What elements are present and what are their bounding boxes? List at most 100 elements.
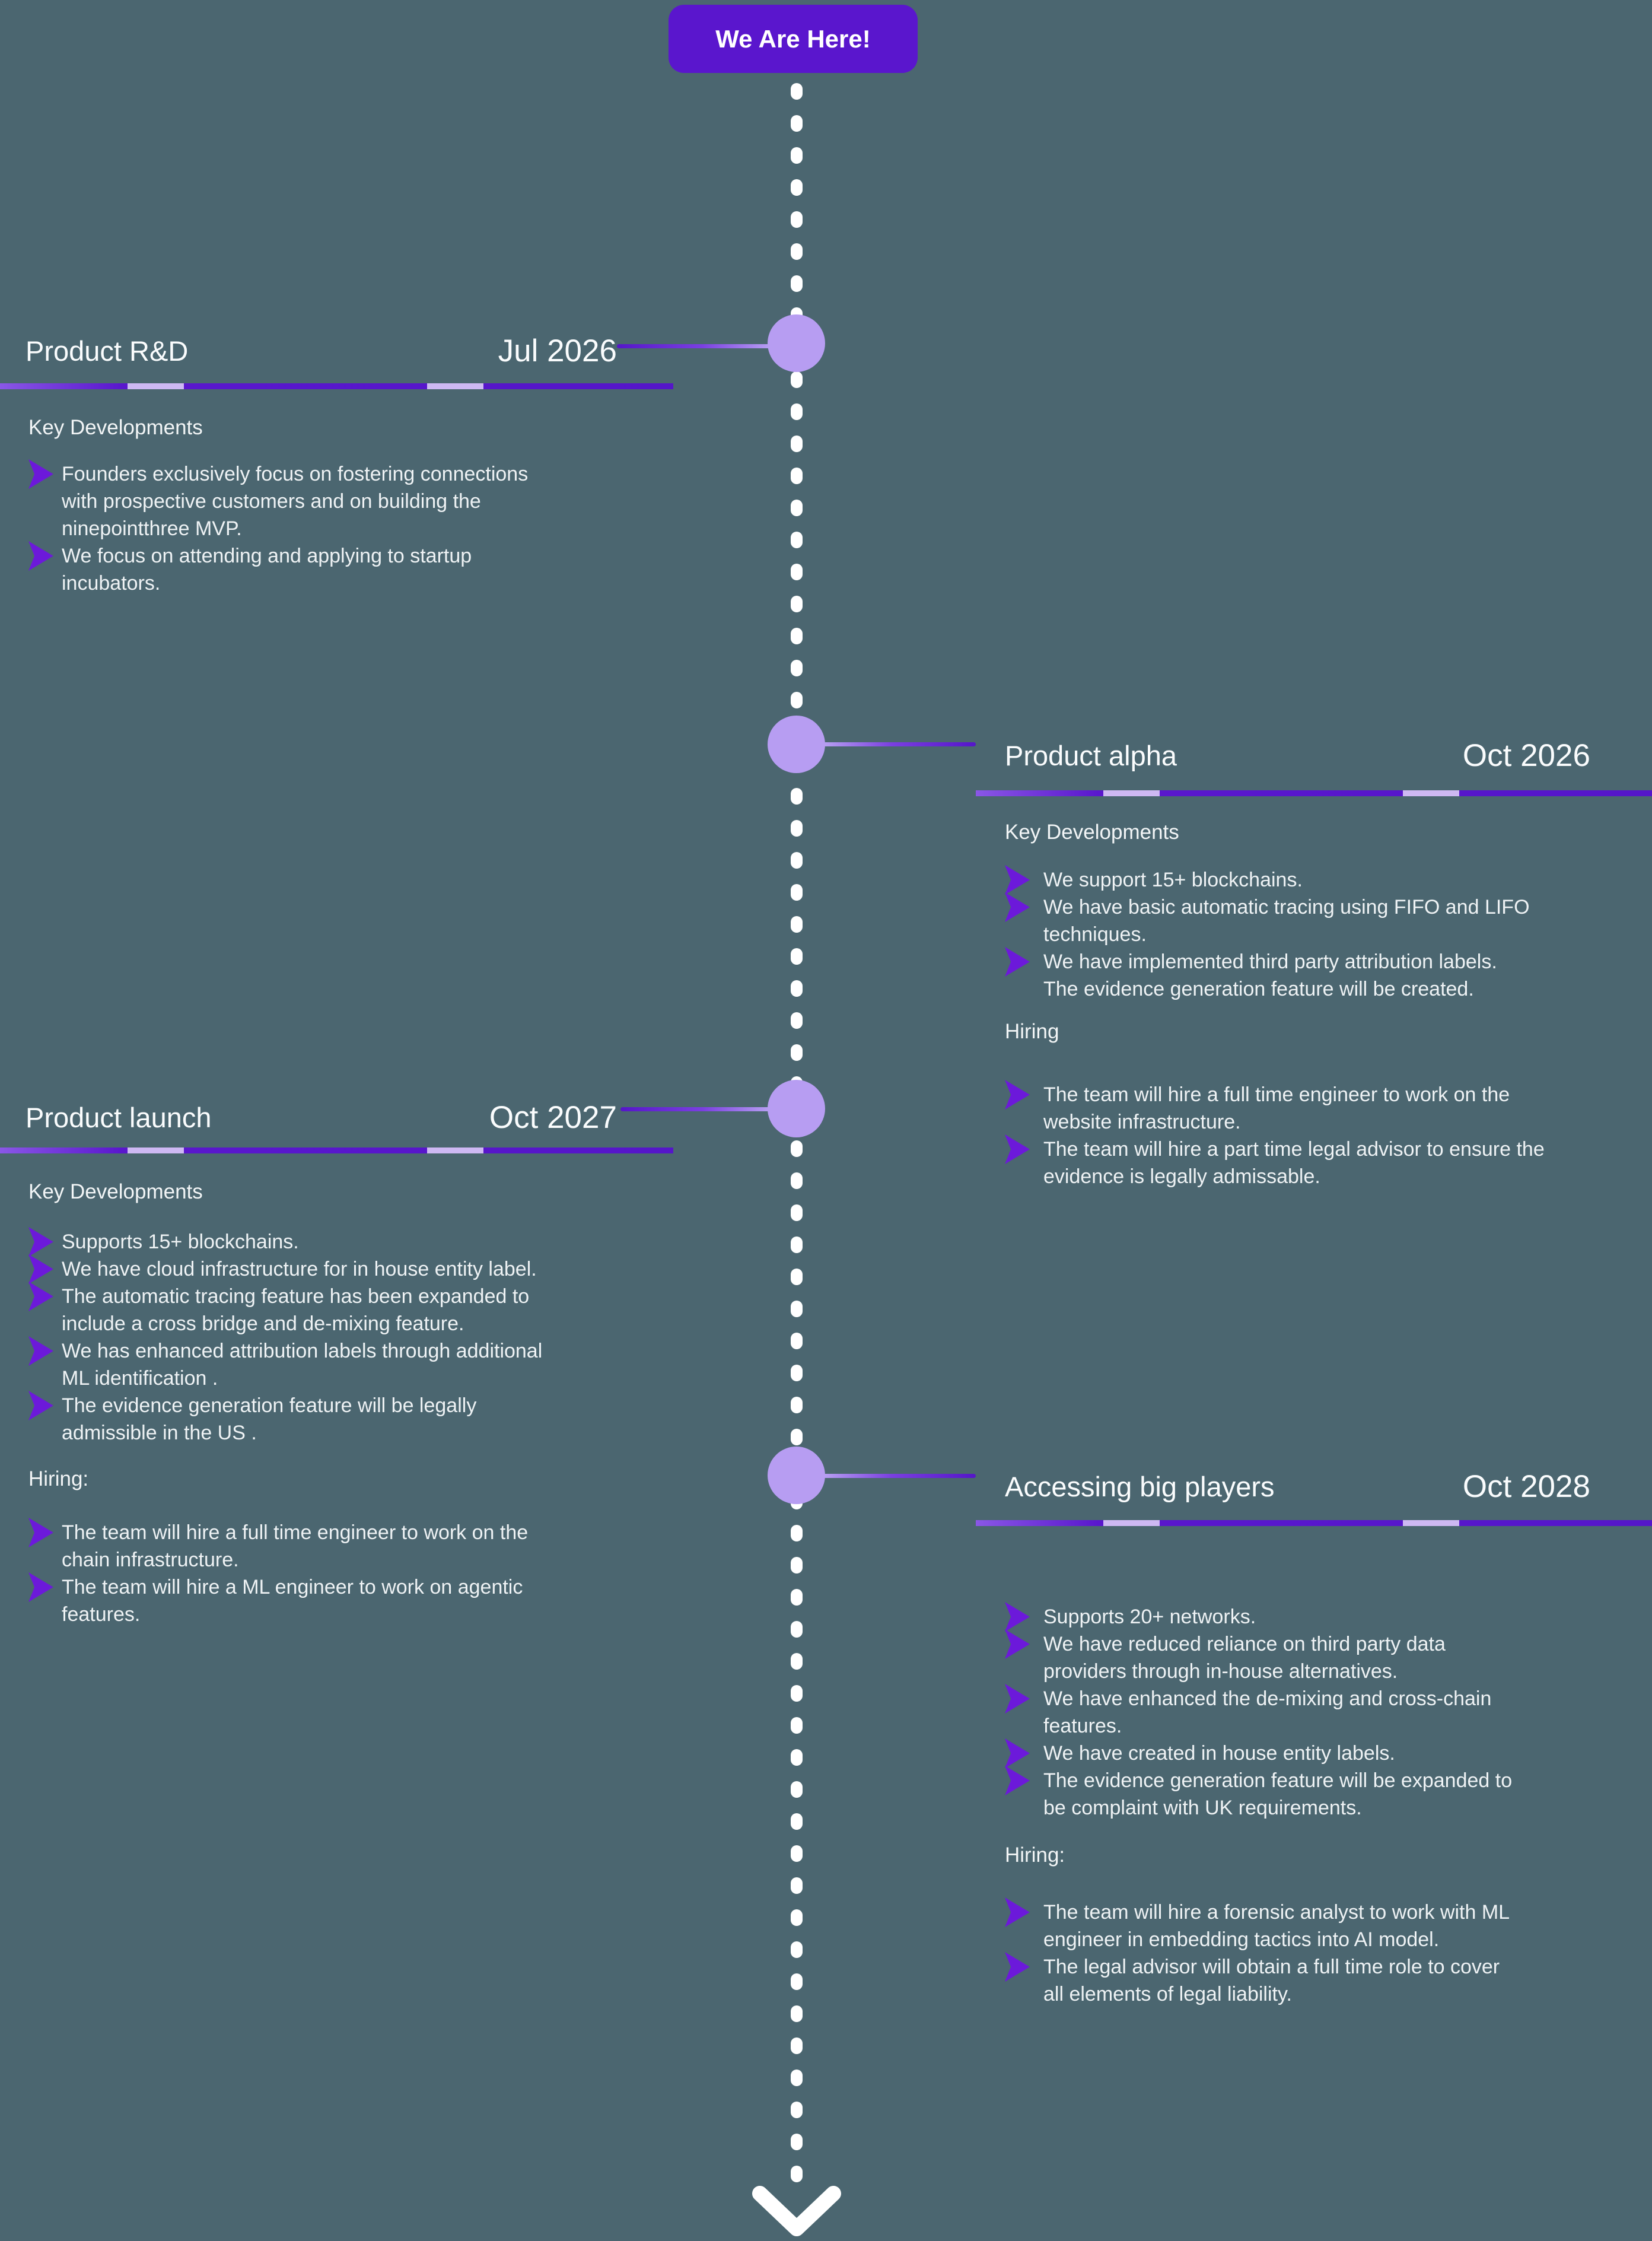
list-item: The team will hire a part time legal adv… [976, 1134, 1652, 1190]
list-item-text: We have reduced reliance on third party … [1043, 1633, 1446, 1683]
group-heading-key-developments: Key Developments [1005, 821, 1179, 844]
bullet-arrow-icon [1005, 1952, 1030, 1982]
connector-jul-2026 [617, 344, 771, 348]
bullet-arrow-icon [1005, 1629, 1030, 1659]
bullet-arrow-icon [1005, 1602, 1030, 1632]
bullet-arrow-icon [1005, 947, 1030, 977]
milestone-title: Product alpha [1005, 740, 1177, 771]
list-item-text: We have created in house entity labels. [1043, 1742, 1395, 1765]
list-item-text: The team will hire a part time legal adv… [1043, 1138, 1545, 1188]
list-item: The team will hire a forensic analyst to… [976, 1897, 1652, 1953]
bullet-arrow-icon [28, 1518, 53, 1547]
list-item: We have enhanced the de-mixing and cross… [976, 1684, 1652, 1740]
bullet-arrow-icon [1005, 1684, 1030, 1714]
group-heading-key-developments: Key Developments [28, 416, 203, 439]
header-underline [976, 1520, 1652, 1526]
list-item: The automatic tracing feature has been e… [0, 1282, 673, 1337]
header-underline [0, 383, 673, 389]
list-item-text: Founders exclusively focus on fostering … [62, 463, 529, 540]
group-heading-hiring: Hiring [1005, 1020, 1059, 1043]
key-developments-list: Supports 20+ networks. We have reduced r… [976, 1602, 1652, 1822]
hiring-list: The team will hire a forensic analyst to… [976, 1897, 1652, 2008]
milestone-header: Product R&D Jul 2026 [0, 332, 673, 370]
bullet-arrow-icon [1005, 865, 1030, 895]
hiring-list: The team will hire a full time engineer … [976, 1080, 1652, 1190]
milestone-date: Oct 2026 [1462, 738, 1590, 773]
list-item-text: We have cloud infrastructure for in hous… [62, 1258, 537, 1280]
timeline-node-oct-2026 [768, 716, 825, 773]
bullet-arrow-icon [1005, 892, 1030, 922]
milestone-accessing-big-players: Accessing big players Oct 2028 Supports … [976, 1468, 1652, 2008]
bullet-arrow-icon [1005, 1080, 1030, 1110]
list-item-text: The evidence generation feature will be … [62, 1394, 477, 1444]
list-item: Founders exclusively focus on fostering … [0, 459, 673, 542]
list-item: We have basic automatic tracing using FI… [976, 892, 1652, 948]
bullet-arrow-icon [1005, 1766, 1030, 1795]
list-item: Supports 15+ blockchains. [0, 1227, 673, 1257]
connector-oct-2028 [823, 1474, 976, 1478]
milestone-date: Oct 2028 [1462, 1469, 1590, 1504]
list-item-text: We have enhanced the de-mixing and cross… [1043, 1687, 1492, 1737]
milestone-date: Oct 2027 [489, 1100, 617, 1135]
down-arrow-icon [752, 2186, 841, 2236]
list-item-text: The team will hire a forensic analyst to… [1043, 1901, 1510, 1951]
connector-oct-2026 [823, 742, 976, 746]
list-item: We have reduced reliance on third party … [976, 1629, 1652, 1685]
list-item-text: The team will hire a full time engineer … [1043, 1083, 1510, 1133]
hiring-list: The team will hire a full time engineer … [0, 1518, 673, 1628]
we-are-here-badge: We Are Here! [669, 5, 918, 73]
bullet-arrow-icon [1005, 1897, 1030, 1927]
milestone-product-launch: Product launch Oct 2027 Key Developments… [0, 1099, 673, 1628]
bullet-arrow-icon [28, 541, 53, 571]
list-item: The evidence generation feature will be … [0, 1391, 673, 1447]
list-item: The team will hire a full time engineer … [0, 1518, 673, 1574]
key-developments-list: Supports 15+ blockchains. We have cloud … [0, 1227, 673, 1447]
list-item-text: We focus on attending and applying to st… [62, 545, 472, 595]
list-item-text: The evidence generation feature will be … [1043, 978, 1474, 1000]
list-item-text: The automatic tracing feature has been e… [62, 1285, 530, 1335]
list-item: We has enhanced attribution labels throu… [0, 1336, 673, 1392]
list-item-text: We support 15+ blockchains. [1043, 869, 1303, 891]
bullet-arrow-icon [28, 1227, 53, 1257]
milestone-header: Accessing big players Oct 2028 [976, 1468, 1652, 1506]
milestone-title: Product R&D [26, 335, 189, 367]
milestone-product-alpha: Product alpha Oct 2026 Key Developments … [976, 737, 1652, 1190]
bullet-arrow-icon [28, 1572, 53, 1602]
group-heading-key-developments: Key Developments [28, 1180, 203, 1203]
bullet-arrow-icon [1005, 1738, 1030, 1768]
milestone-title: Product launch [26, 1102, 212, 1133]
list-item-text: The team will hire a full time engineer … [62, 1521, 529, 1571]
milestone-product-rnd: Product R&D Jul 2026 Key Developments Fo… [0, 332, 673, 597]
bullet-arrow-icon [28, 1336, 53, 1366]
list-item-text: Supports 15+ blockchains. [62, 1231, 299, 1253]
list-item-text: The team will hire a ML engineer to work… [62, 1576, 523, 1626]
list-item: We have created in house entity labels. [976, 1738, 1652, 1768]
list-item-text: The legal advisor will obtain a full tim… [1043, 1956, 1500, 2005]
group-heading-hiring: Hiring: [1005, 1843, 1065, 1867]
header-underline [0, 1147, 673, 1153]
connector-oct-2027 [620, 1107, 770, 1111]
list-item: The evidence generation feature will be … [976, 975, 1652, 1003]
list-item: We focus on attending and applying to st… [0, 541, 673, 597]
bullet-arrow-icon [28, 1391, 53, 1420]
list-item-text: We have implemented third party attribut… [1043, 951, 1497, 973]
key-developments-list: Founders exclusively focus on fostering … [0, 459, 673, 597]
milestone-header: Product alpha Oct 2026 [976, 737, 1652, 775]
list-item-text: We has enhanced attribution labels throu… [62, 1340, 543, 1390]
list-item: We support 15+ blockchains. [976, 865, 1652, 895]
bullet-arrow-icon [28, 1282, 53, 1311]
list-item: We have implemented third party attribut… [976, 947, 1652, 977]
milestone-title: Accessing big players [1005, 1471, 1275, 1502]
key-developments-list: We support 15+ blockchains. We have basi… [976, 865, 1652, 1003]
timeline-node-oct-2027 [768, 1080, 825, 1137]
bullet-arrow-icon [1005, 1134, 1030, 1164]
milestone-header: Product launch Oct 2027 [0, 1099, 673, 1137]
timeline-node-jul-2026 [768, 314, 825, 372]
bullet-arrow-icon [28, 1254, 53, 1284]
list-item-text: We have basic automatic tracing using FI… [1043, 896, 1530, 946]
list-item: We have cloud infrastructure for in hous… [0, 1254, 673, 1284]
bullet-arrow-icon [28, 459, 53, 489]
we-are-here-label: We Are Here! [715, 24, 871, 53]
